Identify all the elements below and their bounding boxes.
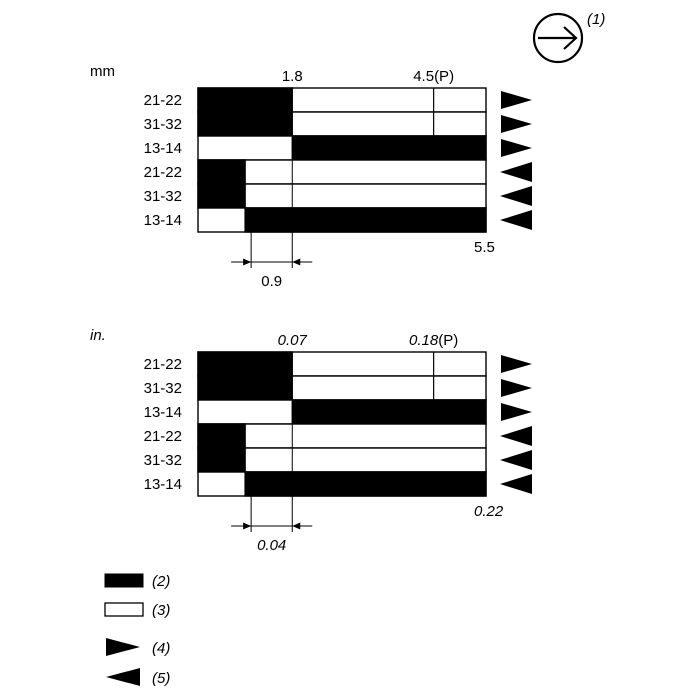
- contact-open-bar: [197, 447, 487, 473]
- contact-label: 21-22: [144, 92, 182, 109]
- triangle-right-icon: [501, 139, 532, 157]
- legend-label-5: (5): [152, 670, 170, 687]
- contact-label: 13-14: [144, 140, 182, 157]
- contact-label: 31-32: [144, 116, 182, 133]
- contact-label: 31-32: [144, 188, 182, 205]
- switch-point-label: 1.8: [282, 68, 303, 85]
- legend-empty-rect: [104, 602, 144, 617]
- legend: (2) (3) (4) (5): [104, 573, 170, 687]
- positive-opening-label: 0.18(P): [409, 332, 458, 349]
- triangle-right-icon: [501, 91, 532, 109]
- legend-triangle-left-icon: [106, 668, 140, 686]
- unit-label: mm: [90, 63, 115, 80]
- dimension-arrow-right-icon: [292, 258, 301, 266]
- positive-opening-value: 4.5: [413, 68, 434, 85]
- max-travel-label: 0.22: [474, 503, 504, 520]
- contact-closed-bar: [197, 183, 246, 209]
- positive-opening-label: 4.5(P): [413, 68, 454, 85]
- contact-label: 21-22: [144, 164, 182, 181]
- direction-circle: [532, 12, 584, 64]
- switch-point-label: 0.07: [278, 332, 308, 349]
- dimension-arrow-right-icon: [292, 522, 301, 530]
- contact-closed-bar: [197, 423, 246, 449]
- direction-symbol: (1): [532, 11, 605, 64]
- positive-opening-value: 0.18: [409, 332, 439, 349]
- contact-label: 13-14: [144, 212, 182, 229]
- triangle-left-icon: [500, 426, 532, 446]
- contact-label: 31-32: [144, 380, 182, 397]
- contact-label: 21-22: [144, 428, 182, 445]
- triangle-right-icon: [501, 115, 532, 133]
- triangle-right-icon: [501, 355, 532, 373]
- contact-closed-bar: [291, 399, 487, 425]
- contact-closed-bar: [197, 375, 293, 401]
- arrow-right-circle-icon: [538, 26, 578, 50]
- legend-triangle-right-icon: [106, 638, 140, 656]
- contact-closed-bar: [197, 87, 293, 113]
- triangle-left-icon: [500, 474, 532, 494]
- max-travel-label: 5.5: [474, 239, 495, 256]
- contact-label: 13-14: [144, 404, 182, 421]
- panel-mm: mm 1.8 4.5(P) 21-22 31-32 13-14 21-22 31-32 13-1…: [90, 63, 532, 290]
- triangle-left-icon: [500, 186, 532, 206]
- legend-label-3: (3): [152, 602, 170, 619]
- contact-closed-bar: [244, 207, 487, 233]
- contact-closed-bar: [197, 447, 246, 473]
- triangle-right-icon: [501, 379, 532, 397]
- positive-opening-suffix: (P): [438, 332, 458, 349]
- return-point-label: 0.04: [257, 537, 286, 554]
- contact-closed-bar: [244, 471, 487, 497]
- contact-closed-bar: [291, 135, 487, 161]
- triangle-left-icon: [500, 210, 532, 230]
- contact-closed-bar: [197, 111, 293, 137]
- unit-label: in.: [90, 327, 106, 344]
- panel-inch: in. 0.07 0.18(P) 21-22 31-32 13-14 21-22 31-32 1…: [90, 327, 532, 554]
- legend-label-4: (4): [152, 640, 170, 657]
- legend-filled-rect: [104, 573, 144, 588]
- triangle-left-icon: [500, 450, 532, 470]
- contact-label: 13-14: [144, 476, 182, 493]
- return-point-label: 0.9: [261, 273, 282, 290]
- direction-callout: (1): [587, 11, 605, 28]
- triangle-right-icon: [501, 403, 532, 421]
- contact-label: 31-32: [144, 452, 182, 469]
- positive-opening-suffix: (P): [434, 68, 454, 85]
- contact-closed-bar: [197, 159, 246, 185]
- triangle-left-icon: [500, 162, 532, 182]
- dimension-arrow-left-icon: [243, 522, 252, 530]
- legend-label-2: (2): [152, 573, 170, 590]
- dimension-arrow-left-icon: [243, 258, 252, 266]
- contact-label: 21-22: [144, 356, 182, 373]
- contact-closed-bar: [197, 351, 293, 377]
